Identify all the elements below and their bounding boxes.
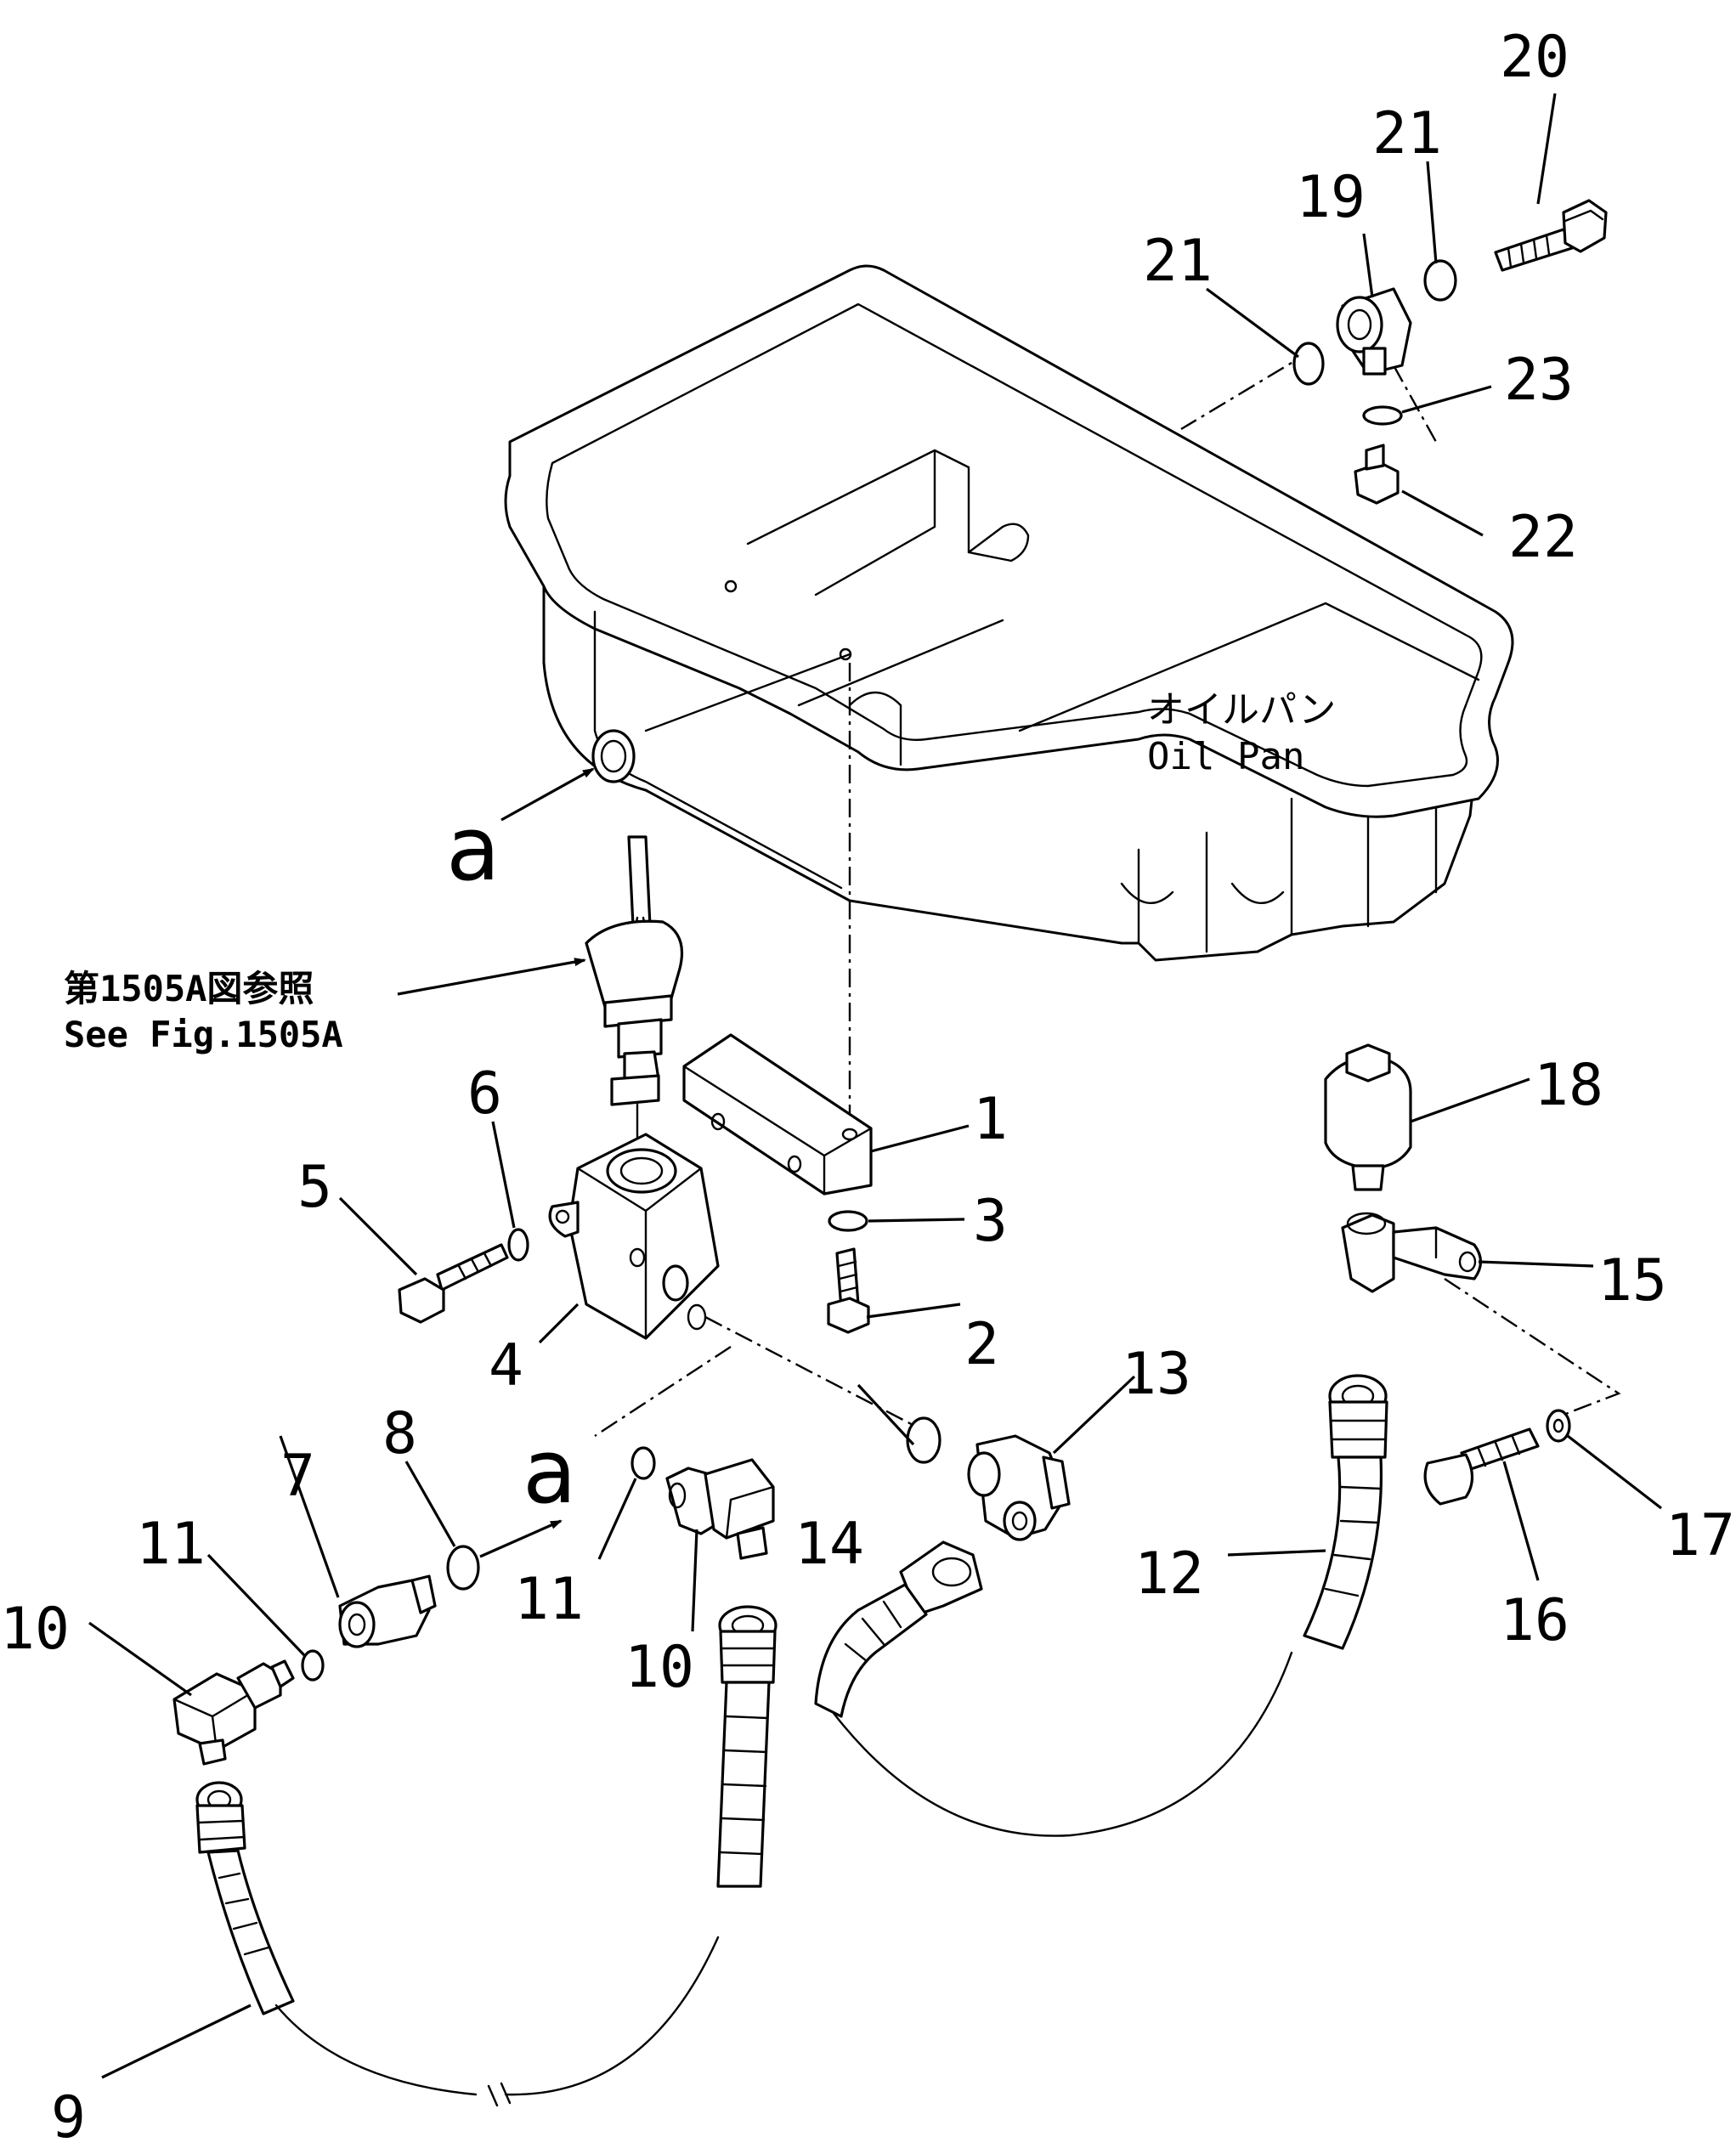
bolt-5 xyxy=(398,1243,509,1324)
callout-14: 14 xyxy=(794,1511,864,1578)
elbow-10b xyxy=(665,1458,775,1560)
bolt-16 xyxy=(1423,1427,1540,1506)
o-ring-23 xyxy=(1362,405,1403,426)
hose-10-center xyxy=(716,1605,778,1888)
banjo-bolt-20 xyxy=(1494,199,1608,272)
callout-7: 7 xyxy=(280,1443,315,1510)
washer-3 xyxy=(828,1210,868,1232)
reference-note-en: See Fig.1505A xyxy=(64,1014,343,1055)
callout-5: 5 xyxy=(297,1154,332,1221)
bolt-2 xyxy=(827,1247,870,1334)
sensor-assembly: 第1505A図参照 See Fig.1505A xyxy=(64,663,851,1145)
callout-16: 16 xyxy=(1500,1587,1569,1654)
o-ring-11a xyxy=(301,1649,325,1682)
callout-9: 9 xyxy=(51,2084,86,2148)
callout-3: 3 xyxy=(973,1188,1008,1255)
washer-6 xyxy=(507,1228,529,1262)
callout-17: 17 xyxy=(1665,1502,1735,1569)
callout-8: 8 xyxy=(382,1400,417,1467)
oil-pan: オイルパン Oil Pan xyxy=(504,264,1514,962)
drain-boss xyxy=(591,729,636,783)
callout-18: 18 xyxy=(1534,1052,1603,1119)
callout-11-left: 11 xyxy=(136,1511,206,1578)
bracket-1 xyxy=(682,1033,873,1196)
callout-22: 22 xyxy=(1508,504,1578,571)
plug-22 xyxy=(1354,444,1400,505)
view-letter-a-upper: a xyxy=(446,797,500,901)
o-ring-21b xyxy=(1423,259,1457,302)
o-ring-8 xyxy=(446,1545,480,1591)
leader-lines xyxy=(88,93,1662,2079)
callout-10-center: 10 xyxy=(625,1634,694,1701)
callout-19: 19 xyxy=(1296,164,1366,231)
reference-note-jp: 第1505A図参照 xyxy=(64,968,314,1009)
callout-11-center: 11 xyxy=(514,1566,584,1633)
callout-21-left: 21 xyxy=(1143,228,1213,295)
elbow-19 xyxy=(1336,287,1412,376)
hose-12 xyxy=(814,1374,1388,1837)
elbow-10a xyxy=(172,1659,295,1766)
view-letter-a-lower: a xyxy=(523,1420,577,1523)
valve-body-4 xyxy=(548,1133,720,1340)
o-ring-14 xyxy=(906,1416,942,1464)
oil-pan-label-en: Oil Pan xyxy=(1147,735,1304,778)
callout-1: 1 xyxy=(973,1086,1008,1153)
washer-17 xyxy=(1546,1409,1571,1443)
elbow-13 xyxy=(967,1434,1071,1541)
callout-23: 23 xyxy=(1504,347,1574,414)
callout-numbers: 1 2 3 4 5 6 7 8 9 10 10 11 11 12 13 14 1… xyxy=(0,24,1735,2148)
switch-18 xyxy=(1324,1043,1412,1191)
callout-6: 6 xyxy=(467,1060,502,1128)
callout-12: 12 xyxy=(1134,1540,1204,1608)
callout-4: 4 xyxy=(489,1332,523,1399)
callout-20: 20 xyxy=(1500,24,1569,91)
callout-15: 15 xyxy=(1597,1247,1667,1314)
oil-pan-label-jp: オイルパン xyxy=(1147,688,1336,732)
callout-21-right: 21 xyxy=(1372,100,1442,167)
callout-2: 2 xyxy=(964,1311,999,1378)
bracket-15 xyxy=(1341,1212,1483,1293)
fitting-group-upper xyxy=(1180,199,1608,505)
o-ring-21a xyxy=(1292,342,1325,386)
hose-9 xyxy=(195,1781,720,2107)
callout-13: 13 xyxy=(1122,1341,1191,1408)
callout-10-left: 10 xyxy=(0,1596,70,1663)
o-ring-11b xyxy=(631,1446,656,1480)
adapter-7 xyxy=(338,1574,437,1648)
